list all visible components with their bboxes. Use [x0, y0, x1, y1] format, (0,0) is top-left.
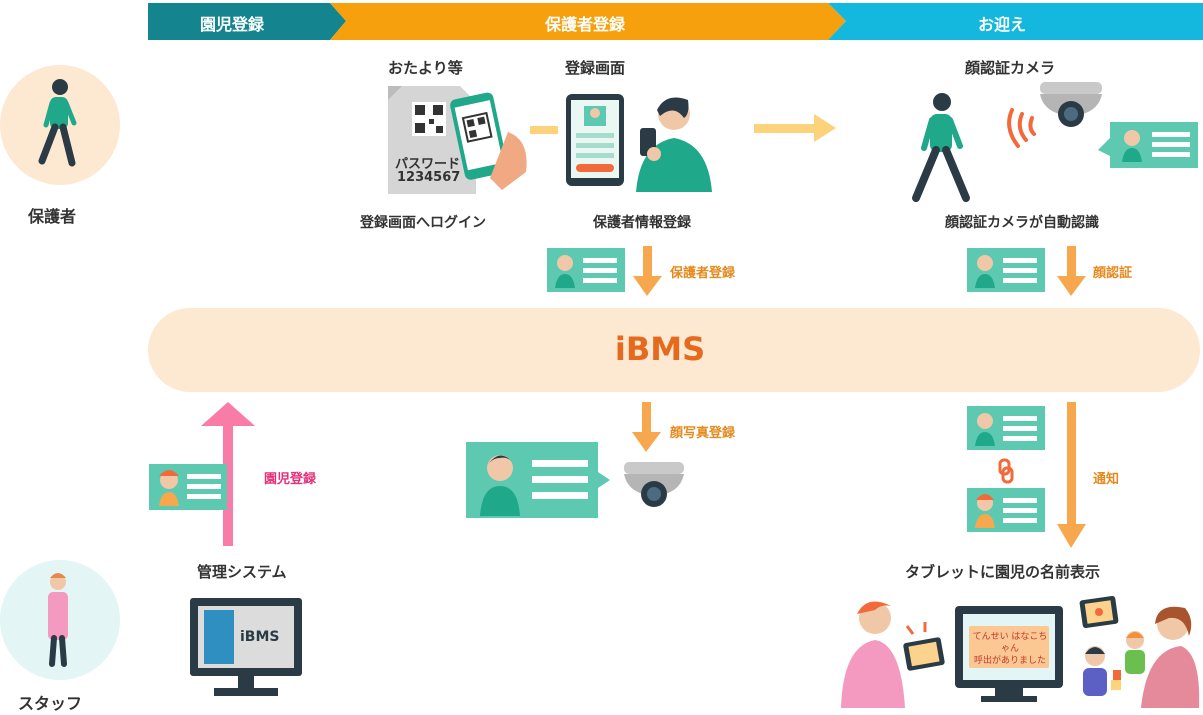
guardian-avatar: [0, 65, 120, 185]
face-camera-illustration: [912, 82, 1198, 202]
hand-icon: [490, 132, 527, 190]
dome-camera-icon: [1040, 82, 1102, 127]
id-card-icon: [967, 248, 1045, 292]
id-card-icon: [547, 248, 625, 292]
step-label-pickup: お迎え: [978, 15, 1027, 34]
face-camera-caption: 顔認証カメラが自動認識: [945, 215, 1099, 231]
child-id-card-icon: [149, 464, 227, 510]
flow-notify-label: 通知: [1093, 472, 1120, 487]
step-bar-pickup: [828, 3, 1203, 40]
staff-avatar: [0, 560, 120, 680]
staff-person-icon: [1141, 606, 1200, 708]
admin-system-title: 管理システム: [197, 563, 287, 581]
tablet-form-icon: [566, 94, 624, 186]
staff-person-icon: [48, 573, 68, 667]
tablet-message: てんせい はなこちゃん 呼出がありました: [971, 631, 1049, 667]
down-arrow-icon: [1057, 402, 1086, 548]
id-card-bubble-icon: [466, 442, 610, 518]
register-screen-illustration: [566, 94, 712, 192]
face-photo-register-flow: [466, 402, 684, 518]
register-screen-title: 登録画面: [565, 59, 626, 77]
down-arrow-icon: [632, 402, 661, 452]
register-caption: 保護者情報登録: [593, 215, 691, 231]
qr-code-icon: [412, 102, 446, 136]
id-card-bubble-icon: [1098, 122, 1198, 168]
ibms-system-band: [148, 308, 1200, 392]
tablet-display-illustration: [841, 596, 1200, 708]
signal-waves-icon: [1007, 108, 1036, 148]
notice-title: おたより等: [388, 59, 463, 77]
link-icon: [998, 458, 1014, 484]
tablet-message-line1: てんせい はなこちゃん: [972, 632, 1048, 654]
alert-tablet-icon: [903, 622, 945, 671]
alert-tablet-icon: [1079, 596, 1119, 628]
right-arrow-icon: [754, 114, 836, 142]
role-guardian-label: 保護者: [28, 207, 77, 226]
notice-password-label: パスワード: [395, 157, 461, 172]
classroom-monitor-icon: [955, 606, 1063, 702]
admin-screen-label: iBMS: [240, 629, 280, 645]
role-staff-label: スタッフ: [18, 694, 83, 713]
person-with-phone-icon: [636, 97, 712, 192]
step-label-guardian-register: 保護者登録: [545, 15, 626, 34]
process-header: [148, 3, 1203, 40]
up-arrow-icon: [201, 402, 255, 546]
child-id-card-icon: [967, 488, 1045, 532]
flow-child-register-label: 園児登録: [264, 472, 317, 487]
flow-guardian-register-label: 保護者登録: [670, 266, 736, 281]
folded-corner: [388, 86, 402, 100]
face-auth-flow: [967, 246, 1086, 296]
children-icon: [1083, 631, 1145, 696]
walking-person-icon: [38, 79, 77, 167]
smartphone-icon: [450, 92, 508, 180]
connector-dash: [530, 126, 558, 134]
notify-flow: [967, 402, 1086, 548]
staff-person-icon: [841, 601, 905, 708]
face-camera-title: 顔認証カメラ: [965, 59, 1056, 77]
tablet-message-line2: 呼出がありました: [973, 656, 1046, 666]
dome-camera-icon: [624, 462, 684, 507]
tablet-caption: タブレットに園児の名前表示: [905, 563, 1101, 581]
notice-password-value: 1234567: [397, 170, 461, 185]
down-arrow-icon: [1057, 246, 1086, 296]
login-caption: 登録画面へログイン: [360, 215, 486, 231]
flow-face-photo-label: 顔写真登録: [670, 426, 736, 441]
guardian-id-card-icon: [967, 406, 1045, 450]
notice-qr-illustration: [388, 86, 527, 194]
ibms-system-name: iBMS: [614, 330, 706, 368]
walking-person-icon: [912, 93, 970, 202]
flow-face-auth-label: 顔認証: [1093, 266, 1133, 281]
down-arrow-icon: [633, 246, 662, 296]
step-bar-guardian-register: [330, 3, 846, 40]
child-register-flow: [149, 402, 255, 546]
step-bar-child-register: [148, 3, 346, 40]
admin-monitor-icon: [190, 598, 302, 696]
guardian-register-flow: [547, 246, 662, 296]
step-label-child-register: 園児登録: [200, 15, 265, 34]
